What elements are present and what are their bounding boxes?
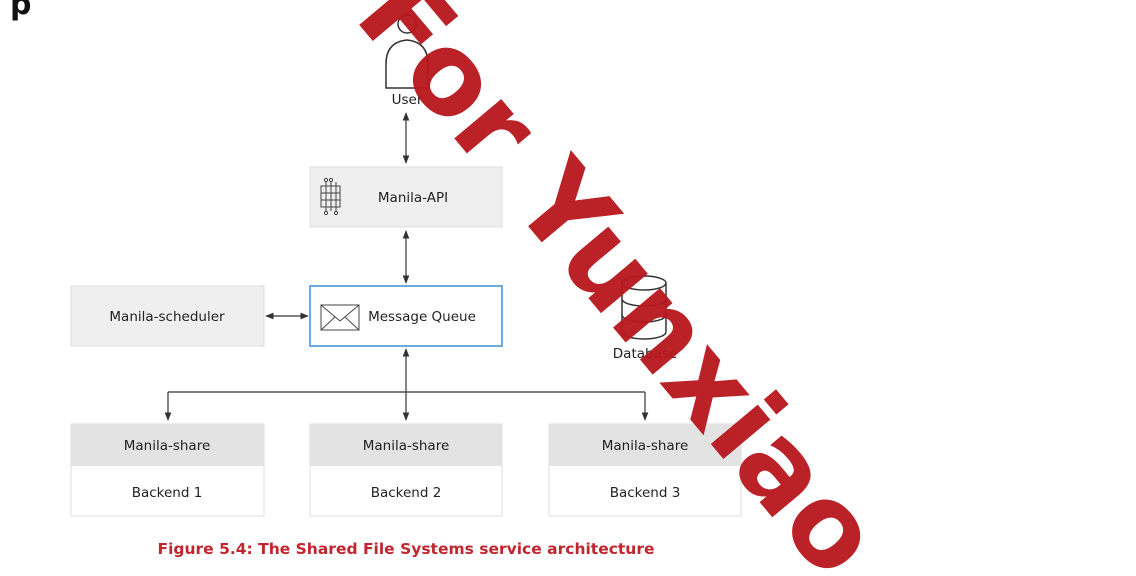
manila-share-1: Manila-share Backend 1 [70, 423, 265, 517]
database-icon [621, 275, 667, 340]
database-label: Database [613, 346, 677, 362]
manila-api-label: Manila-API [378, 190, 448, 206]
manila-scheduler-label: Manila-scheduler [109, 309, 225, 325]
message-queue-box: Message Queue [309, 285, 503, 347]
envelope-icon [320, 304, 360, 331]
database-node: Database [613, 275, 677, 362]
heading-fragment: p [10, 0, 31, 22]
connectors [164, 112, 649, 421]
user-node: User [385, 14, 429, 108]
manila-share-2: Manila-share Backend 2 [309, 423, 503, 517]
backend-label: Backend 3 [610, 485, 681, 501]
share-title: Manila-share [124, 438, 211, 454]
api-gateway-icon [320, 177, 341, 216]
manila-api-box: Manila-API [309, 166, 503, 228]
manila-share-3: Manila-share Backend 3 [548, 423, 742, 517]
backend-label: Backend 1 [132, 485, 203, 501]
share-title: Manila-share [602, 438, 689, 454]
backend-label: Backend 2 [371, 485, 442, 501]
share-title: Manila-share [363, 438, 450, 454]
figure-caption: Figure 5.4: The Shared File Systems serv… [157, 540, 654, 558]
message-queue-label: Message Queue [368, 309, 476, 325]
user-label: User [392, 92, 423, 108]
manila-scheduler-box: Manila-scheduler [70, 285, 265, 347]
user-icon [385, 14, 429, 89]
